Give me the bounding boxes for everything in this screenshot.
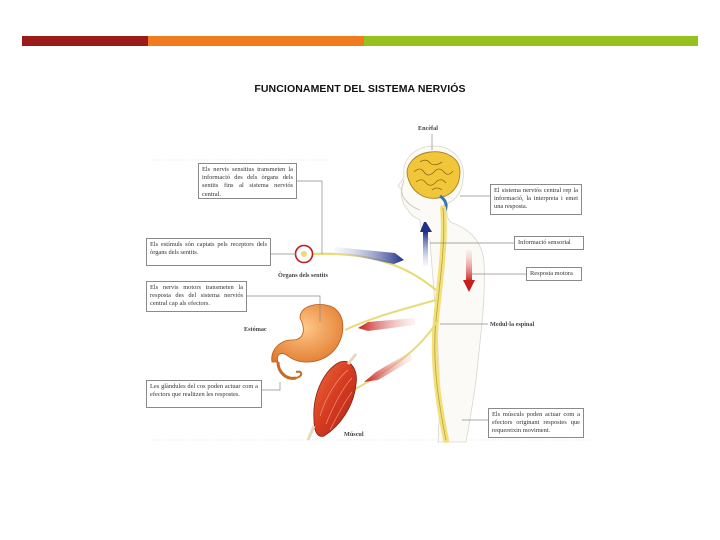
stomach-duodenum xyxy=(276,361,297,380)
muscle-tendons xyxy=(306,353,358,441)
leader-glandules xyxy=(262,382,281,391)
header-bar-orange xyxy=(148,36,364,46)
brain-folds xyxy=(413,159,454,191)
label-estomac: Estómac xyxy=(244,326,267,333)
info-up-arrow-icon xyxy=(420,222,432,232)
label-encefal: Encèfal xyxy=(418,125,438,132)
leader-nervis-motors xyxy=(247,295,321,322)
stomach-icon xyxy=(271,304,344,380)
response-down-arrow-icon xyxy=(463,280,475,292)
label-medulla-espinal: Medul·la espinal xyxy=(490,321,535,328)
motor-arrow-muscle-icon xyxy=(364,352,412,382)
box-muscles: Els músculs poden actuar com a efectors … xyxy=(488,408,584,438)
page-title: FUNCIONAMENT DEL SISTEMA NERVIÓS xyxy=(254,83,466,95)
motor-nerve-muscle xyxy=(349,319,439,393)
brain-icon xyxy=(406,151,461,199)
box-resposta-motora: Resposta motora xyxy=(526,267,582,281)
muscle-icon xyxy=(306,353,358,441)
human-figure xyxy=(397,145,485,443)
muscle-fibers xyxy=(319,369,353,431)
box-sistema-nervios-central: El sistema nerviós central rep la inform… xyxy=(490,184,582,215)
motor-arrow-stomach-icon xyxy=(358,318,415,331)
box-informacio-sensorial: Informació sensorial xyxy=(514,236,584,250)
motor-nerve-stomach xyxy=(344,299,437,331)
leader-nervis-sensitius xyxy=(297,180,323,254)
stomach-body xyxy=(271,304,344,363)
label-muscul: Múscul xyxy=(344,431,364,438)
receptor-core xyxy=(301,251,307,257)
muscle-belly xyxy=(313,360,357,437)
sensory-arrow-icon xyxy=(335,247,404,264)
leader-lines xyxy=(247,134,526,421)
box-nervis-motors: Els nervis motors transmeten la resposta… xyxy=(146,281,247,312)
box-estimuls: Els estímuls són captats pels receptors … xyxy=(146,238,271,266)
stomach-end xyxy=(295,370,303,379)
label-organs-dels-sentits: Òrgans dels sentits xyxy=(278,272,328,279)
box-glandules: Les glàndules del cos poden actuar com a… xyxy=(146,380,262,408)
box-nervis-sensitius: Els nervis sensitius transmeten la infor… xyxy=(198,163,297,199)
response-down-arrow-shaft xyxy=(466,250,472,282)
info-up-arrow-shaft xyxy=(423,232,428,266)
header-bar-green xyxy=(364,36,698,46)
spinal-cord-edge xyxy=(434,207,447,441)
header-bar-red xyxy=(22,36,148,46)
face-outline xyxy=(401,179,421,211)
signal-arrows xyxy=(335,222,475,382)
